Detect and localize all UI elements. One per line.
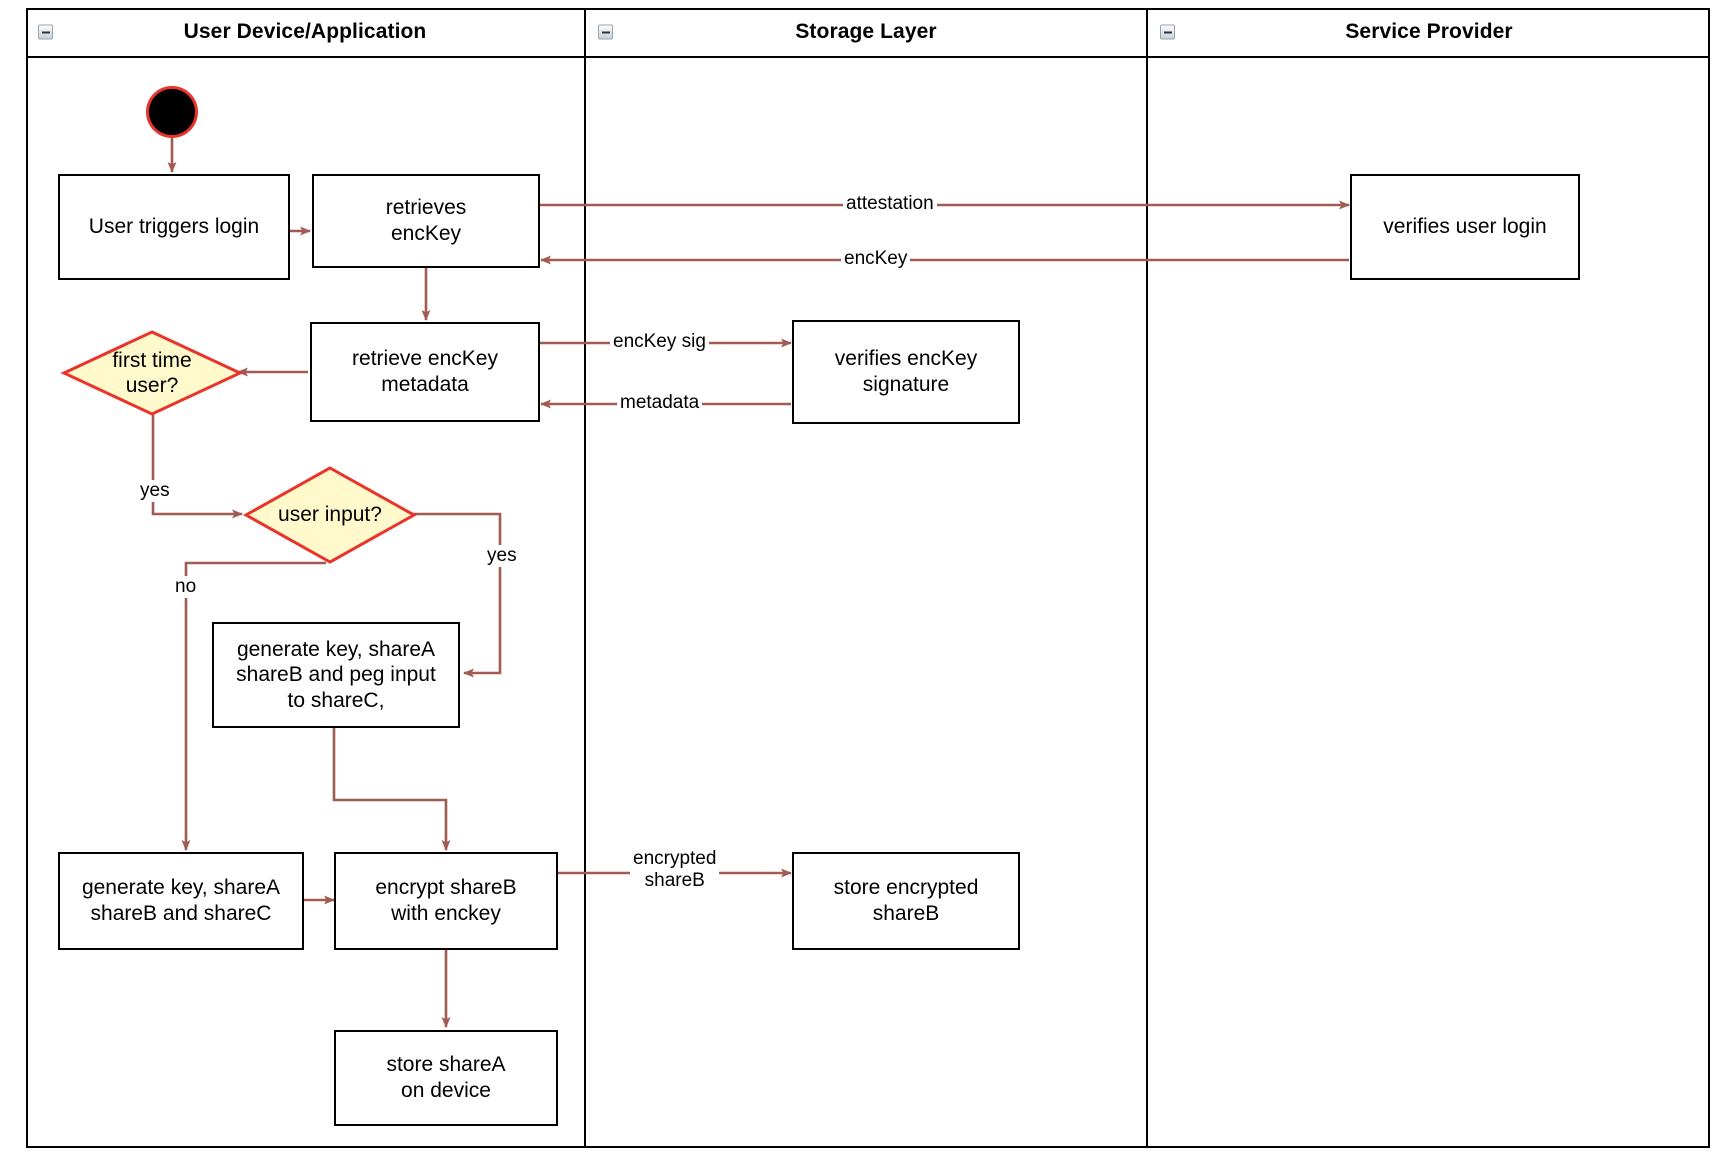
node-label: verifies user login	[1383, 215, 1547, 239]
swimlane-frame	[26, 8, 1710, 1148]
edge-label-enckey: encKey	[841, 248, 911, 271]
activity-user-triggers-login[interactable]: User triggers login	[58, 174, 290, 280]
collapse-minus-icon[interactable]	[1160, 24, 1175, 40]
lane-header-storage-layer[interactable]: Storage Layer	[586, 8, 1146, 58]
node-label: User triggers login	[88, 215, 260, 239]
edge-label-enckey-sig: encKey sig	[610, 331, 709, 354]
lane-title-service-provider: Service Provider	[1345, 20, 1513, 43]
start-node	[146, 86, 198, 138]
lane-title-user-device: User Device/Application	[183, 20, 427, 43]
activity-verifies-user-login[interactable]: verifies user login	[1350, 174, 1580, 280]
collapse-minus-icon[interactable]	[598, 24, 613, 40]
lane-divider-1	[584, 8, 586, 1148]
collapse-minus-icon[interactable]	[38, 24, 53, 40]
decision-user-input[interactable]: user input?	[242, 466, 418, 564]
decision-diamond-shape	[242, 466, 418, 564]
edge-label-metadata: metadata	[617, 392, 703, 415]
decision-diamond-shape	[60, 330, 244, 416]
lane-title-storage-layer: Storage Layer	[795, 20, 937, 43]
edge-label-yes-user-input: yes	[484, 545, 520, 568]
edge-label-attestation: attestation	[843, 193, 937, 216]
activity-verifies-enckey-signature[interactable]: verifies encKey signature	[792, 320, 1020, 424]
lane-header-service-provider[interactable]: Service Provider	[1148, 8, 1710, 58]
edge-label-no-user-input: no	[172, 576, 200, 599]
lane-header-user-device[interactable]: User Device/Application	[26, 8, 584, 58]
lane-divider-2	[1146, 8, 1148, 1148]
node-label: verifies encKey signature	[834, 347, 978, 396]
edge-label-yes-first-time: yes	[137, 480, 173, 503]
